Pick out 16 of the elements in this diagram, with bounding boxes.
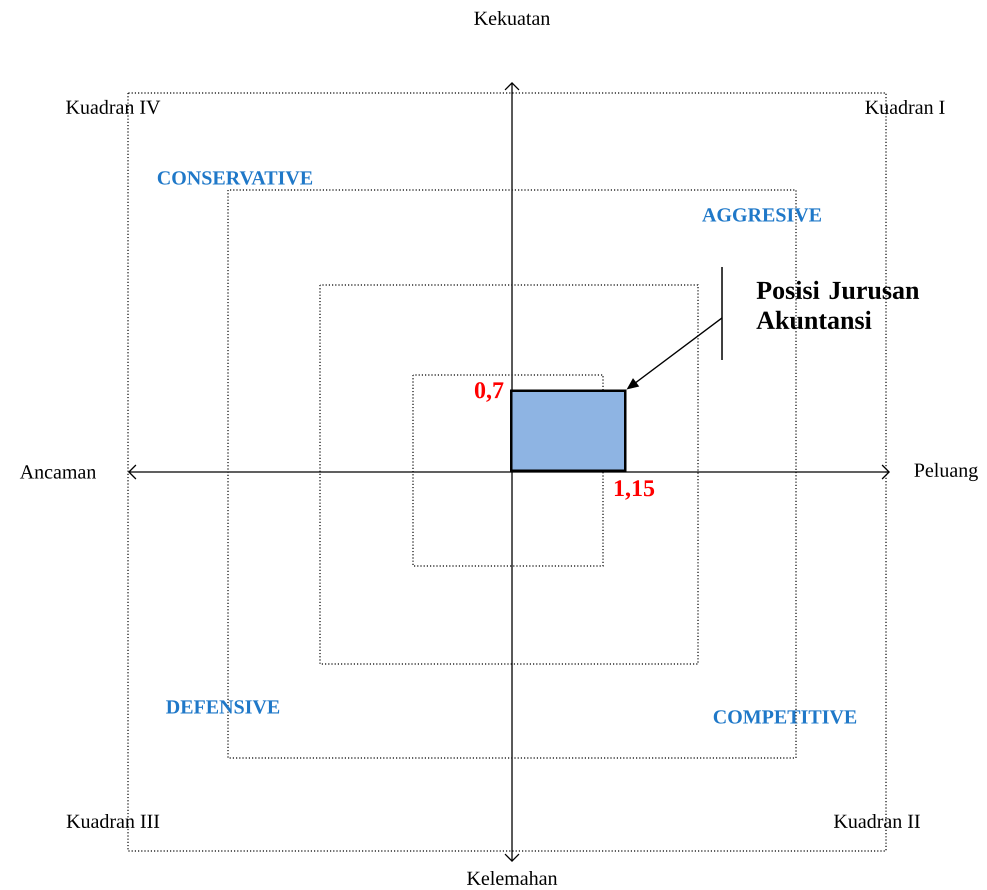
value-label: 1,15 <box>614 480 654 500</box>
axis-label: Peluang <box>914 462 978 482</box>
axis-label: Kelemahan <box>467 870 558 886</box>
axis-label: Ancaman <box>20 465 96 479</box>
quadrant-label: Kuadran II <box>834 814 920 828</box>
axis-label: Kekuatan <box>474 10 550 26</box>
strategy-label: COMPETITIVE <box>714 710 856 724</box>
quadrant-label: Kuadran IV <box>66 100 160 114</box>
value-label: 0,7 <box>474 382 504 402</box>
callout-text: Posisi Jurusan Akuntansi <box>756 280 920 330</box>
strategy-label: DEFENSIVE <box>166 700 280 714</box>
quadrant-label: Kuadran I <box>865 100 945 114</box>
quadrant-label: Kuadran III <box>66 814 160 828</box>
position-rectangle <box>510 389 626 472</box>
strategy-label: AGGRESIVE <box>702 208 821 222</box>
strategy-label: CONSERVATIVE <box>158 171 312 185</box>
